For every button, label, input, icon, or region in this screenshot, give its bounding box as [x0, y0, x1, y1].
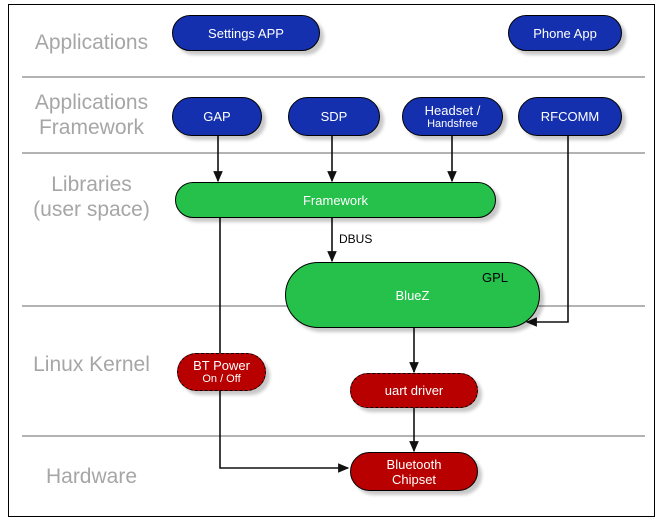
node-rfcomm[interactable]: RFCOMM: [518, 97, 622, 136]
node-sdp-label: SDP: [320, 109, 348, 124]
node-bluetooth-chipset-sublabel: Chipset: [391, 471, 437, 487]
node-bt-power[interactable]: BT Power On / Off: [177, 353, 266, 391]
divider-applications: [22, 76, 645, 78]
node-gap-label: GAP: [203, 109, 231, 124]
node-bluez-label: BlueZ: [395, 287, 430, 303]
node-framework-label: Framework: [302, 192, 368, 208]
layer-label-applications: Applications: [34, 31, 149, 54]
node-sdp[interactable]: SDP: [288, 97, 380, 136]
edge-label-dbus: DBUS: [339, 232, 373, 246]
layer-label-libraries: Libraries (user space): [33, 173, 150, 221]
node-bluez[interactable]: BlueZ: [285, 262, 540, 328]
node-uart-driver-label: uart driver: [384, 383, 444, 398]
layer-label-applications-framework: Applications Framework: [34, 91, 149, 139]
node-settings-app-label: Settings APP: [208, 25, 284, 41]
node-bluetooth-chipset[interactable]: Bluetooth Chipset: [350, 452, 478, 491]
node-bt-power-label: BT Power: [193, 358, 250, 373]
node-phone-app-label: Phone App: [533, 25, 597, 41]
node-framework[interactable]: Framework: [175, 182, 496, 218]
node-gap[interactable]: GAP: [172, 97, 262, 136]
layer-label-hardware: Hardware: [45, 465, 138, 488]
node-bt-power-sublabel: On / Off: [202, 373, 241, 385]
layer-label-linux-kernel: Linux Kernel: [33, 353, 150, 376]
node-bluetooth-chipset-label: Bluetooth: [386, 456, 442, 472]
divider-linux-kernel: [22, 435, 645, 437]
node-rfcomm-label: RFCOMM: [540, 109, 600, 124]
divider-applications-framework: [22, 152, 645, 154]
node-uart-driver[interactable]: uart driver: [350, 373, 478, 408]
node-bluez-license-note: GPL: [482, 270, 509, 285]
node-settings-app[interactable]: Settings APP: [172, 15, 320, 51]
node-headset-handsfree-sublabel: Handsfree: [427, 117, 478, 130]
node-headset-handsfree-label: Headset /: [424, 102, 481, 118]
node-headset-handsfree[interactable]: Headset / Handsfree: [402, 97, 503, 136]
node-phone-app[interactable]: Phone App: [508, 15, 622, 51]
